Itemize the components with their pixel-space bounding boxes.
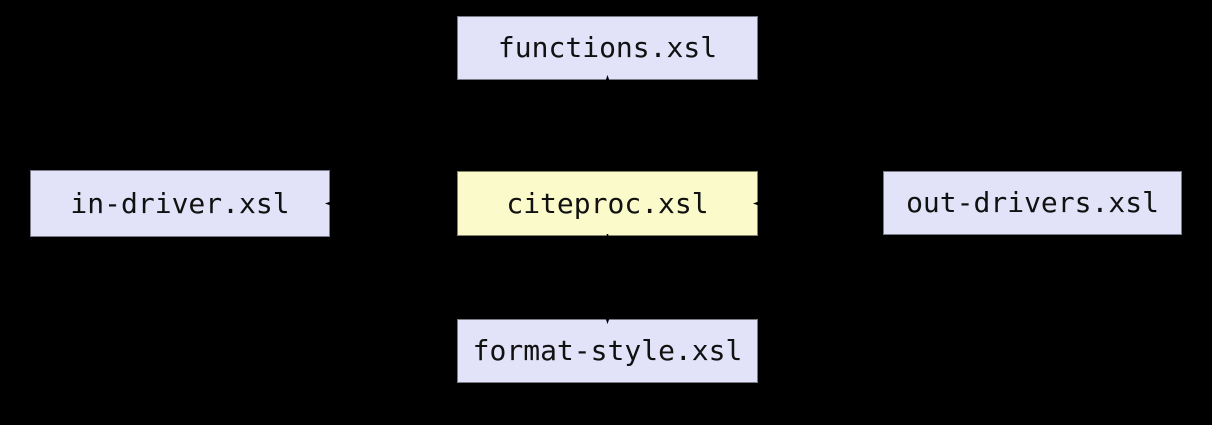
node-label: out-drivers.xsl: [906, 186, 1159, 219]
node-format-style-xsl: format-style.xsl: [457, 319, 758, 383]
node-label: functions.xsl: [497, 31, 718, 64]
node-label: format-style.xsl: [472, 334, 743, 367]
edge-citeproc-to-in-driver: [324, 199, 457, 208]
edge-out-drivers-to-citeproc: [752, 199, 883, 208]
edge-citeproc-to-functions: [603, 74, 612, 171]
node-label: in-driver.xsl: [70, 186, 290, 220]
node-functions-xsl: functions.xsl: [457, 16, 758, 80]
node-label: citeproc.xsl: [506, 186, 709, 220]
node-out-drivers-xsl: out-drivers.xsl: [883, 171, 1182, 235]
node-in-driver-xsl: in-driver.xsl: [30, 170, 330, 237]
edge-citeproc-to-format-style: [603, 234, 612, 325]
node-citeproc-xsl: citeproc.xsl: [457, 171, 758, 236]
